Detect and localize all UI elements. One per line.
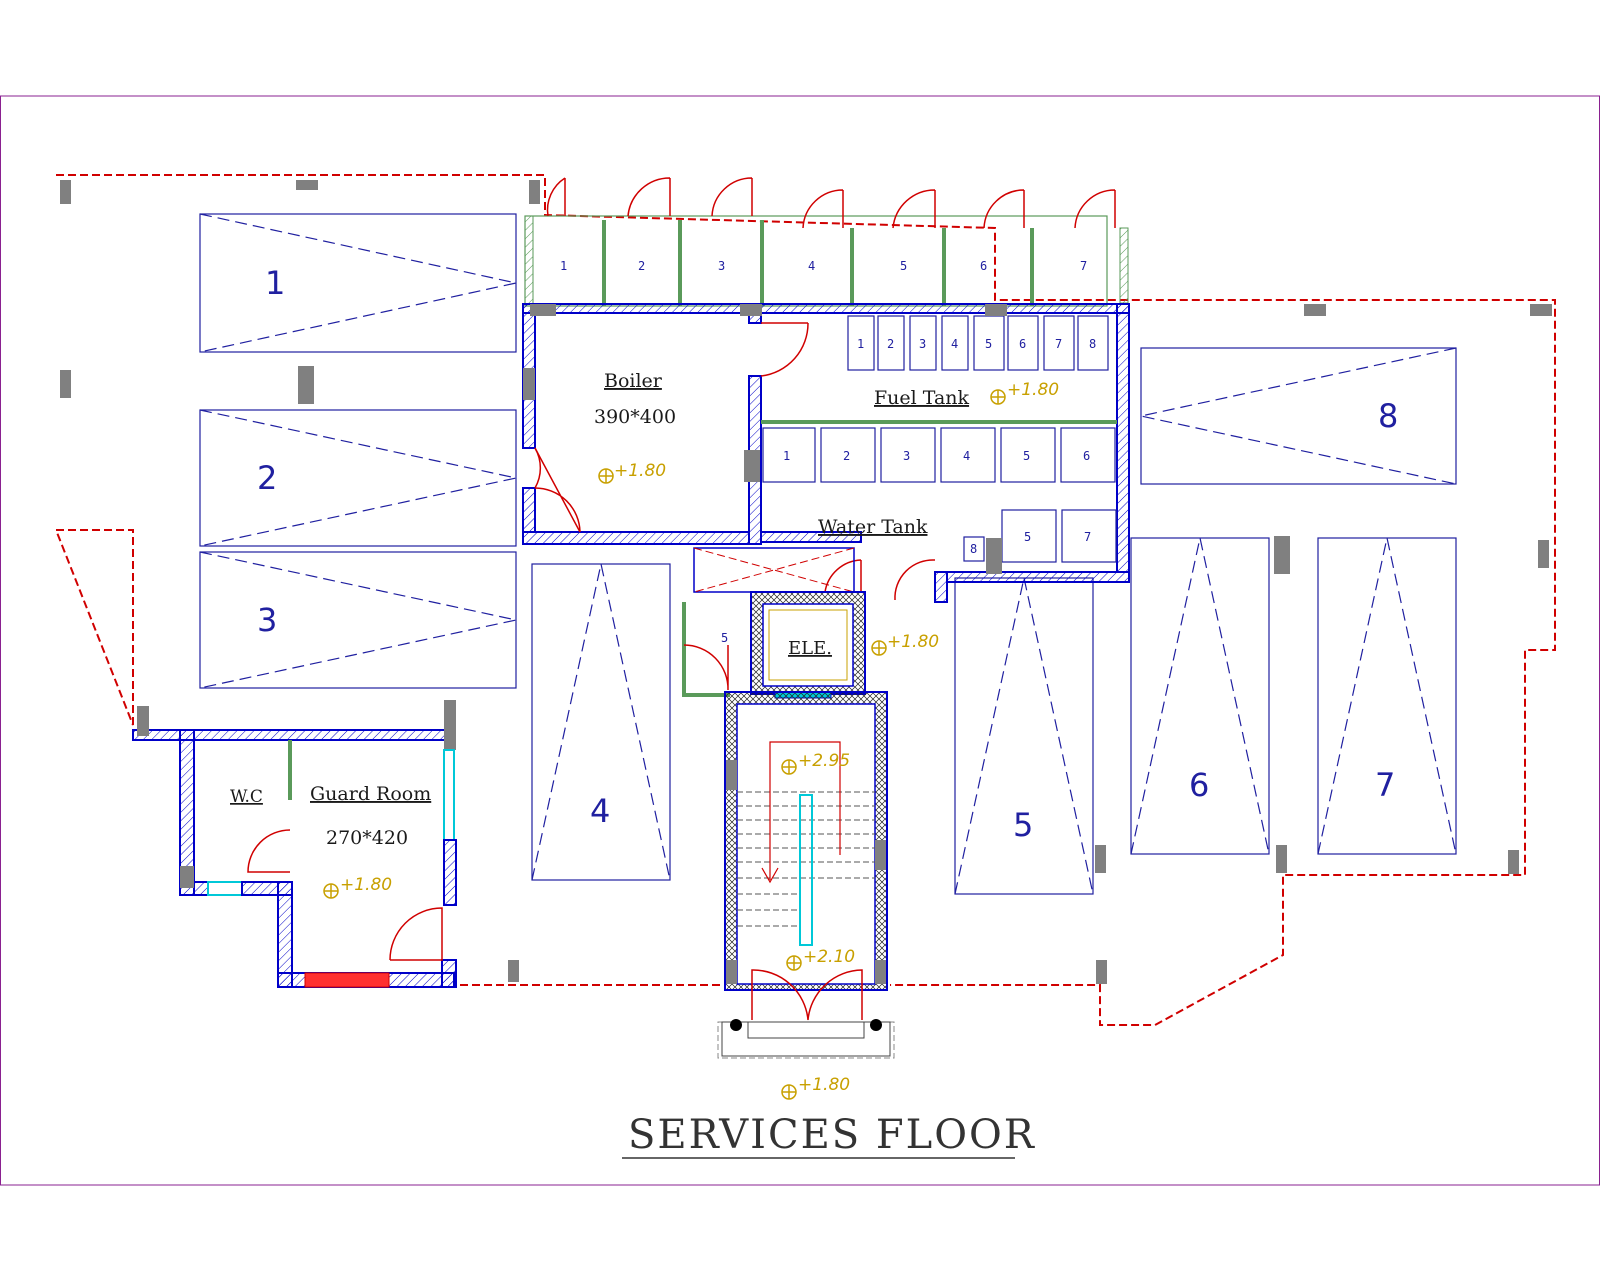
storage-unit-6-number: 6 bbox=[980, 259, 987, 273]
storage-unit-5-number: 5 bbox=[900, 259, 907, 273]
svg-text:6: 6 bbox=[1083, 449, 1090, 463]
svg-text:7: 7 bbox=[1055, 337, 1062, 351]
svg-text:1: 1 bbox=[783, 449, 790, 463]
parking-slot-1-number: 1 bbox=[265, 264, 285, 302]
guard-room-label: Guard Room bbox=[310, 783, 431, 805]
parking-slot-6-number: 6 bbox=[1189, 766, 1209, 804]
water-tank-row bbox=[762, 427, 1117, 563]
storage-unit-4-number: 4 bbox=[808, 259, 815, 273]
parking-slot-4: 4 bbox=[531, 563, 671, 881]
stair-entrance bbox=[717, 969, 895, 1059]
svg-text:2: 2 bbox=[887, 337, 894, 351]
guard-room-size: 270*420 bbox=[326, 827, 408, 849]
structural-columns bbox=[60, 180, 1552, 984]
svg-text:8: 8 bbox=[970, 542, 977, 556]
svg-text:4: 4 bbox=[951, 337, 958, 351]
small-store: 5 bbox=[682, 602, 730, 697]
parking-slot-7-number: 7 bbox=[1375, 766, 1395, 804]
site-boundary bbox=[54, 174, 1556, 1026]
stair-core bbox=[724, 691, 888, 991]
storage-unit-3-number: 3 bbox=[718, 259, 725, 273]
svg-text:2: 2 bbox=[843, 449, 850, 463]
drawing-title: SERVICES FLOOR bbox=[628, 1112, 1036, 1158]
fuel-tank-label: Fuel Tank bbox=[874, 387, 970, 409]
boiler-room-size: 390*400 bbox=[594, 406, 676, 428]
level-markers bbox=[323, 389, 1006, 1100]
svg-text:5: 5 bbox=[1023, 449, 1030, 463]
elevator-level: +1.80 bbox=[887, 632, 939, 652]
parking-slot-1: 1 bbox=[199, 213, 517, 353]
parking-slot-4-number: 4 bbox=[590, 792, 610, 830]
stair-bottom-level: +2.10 bbox=[803, 947, 855, 967]
elevator-core bbox=[750, 591, 866, 699]
boiler-doors bbox=[534, 322, 936, 601]
parking-slot-2: 2 bbox=[199, 409, 517, 547]
elevator-label: ELE. bbox=[788, 638, 832, 659]
water-tank-numbers: 1 2 3 4 5 6 5 7 8 bbox=[783, 449, 1091, 556]
svg-text:8: 8 bbox=[1089, 337, 1096, 351]
boiler-level: +1.80 bbox=[614, 461, 666, 481]
parking-slot-3: 3 bbox=[199, 551, 517, 689]
stair-top-level: +2.95 bbox=[798, 751, 850, 771]
svg-text:7: 7 bbox=[1084, 530, 1091, 544]
svg-text:5: 5 bbox=[985, 337, 992, 351]
parking-slot-6: 6 bbox=[1130, 537, 1270, 855]
storage-row: 1 2 3 4 5 6 7 bbox=[524, 215, 1129, 307]
boiler-room-label: Boiler bbox=[604, 370, 663, 392]
entrance-level: +1.80 bbox=[798, 1075, 850, 1095]
parking-slot-8-number: 8 bbox=[1378, 397, 1398, 435]
svg-text:5: 5 bbox=[1024, 530, 1031, 544]
storage-unit-1-number: 1 bbox=[560, 259, 567, 273]
wc-label: W.C bbox=[230, 787, 263, 807]
small-store-number: 5 bbox=[721, 631, 728, 645]
svg-text:3: 3 bbox=[919, 337, 926, 351]
parking-slot-5: 5 bbox=[954, 577, 1094, 895]
svg-text:4: 4 bbox=[963, 449, 970, 463]
guard-room-level: +1.80 bbox=[340, 875, 392, 895]
parking-slot-5-number: 5 bbox=[1013, 806, 1033, 844]
water-tank-label: Water Tank bbox=[818, 516, 928, 538]
parking-slot-7: 7 bbox=[1317, 537, 1457, 855]
fuel-tank-numbers: 1 2 3 4 5 6 7 8 bbox=[857, 337, 1096, 351]
guard-room-walls bbox=[132, 700, 457, 988]
parking-slot-2-number: 2 bbox=[257, 459, 277, 497]
svg-text:6: 6 bbox=[1019, 337, 1026, 351]
storage-doors bbox=[546, 177, 1116, 229]
service-shaft bbox=[693, 547, 855, 593]
storage-unit-7-number: 7 bbox=[1080, 259, 1087, 273]
svg-text:1: 1 bbox=[857, 337, 864, 351]
parking-slot-8: 8 bbox=[1140, 347, 1457, 485]
parking-slot-3-number: 3 bbox=[257, 601, 277, 639]
storage-unit-2-number: 2 bbox=[638, 259, 645, 273]
fuel-tank-level: +1.80 bbox=[1007, 380, 1059, 400]
svg-text:3: 3 bbox=[903, 449, 910, 463]
